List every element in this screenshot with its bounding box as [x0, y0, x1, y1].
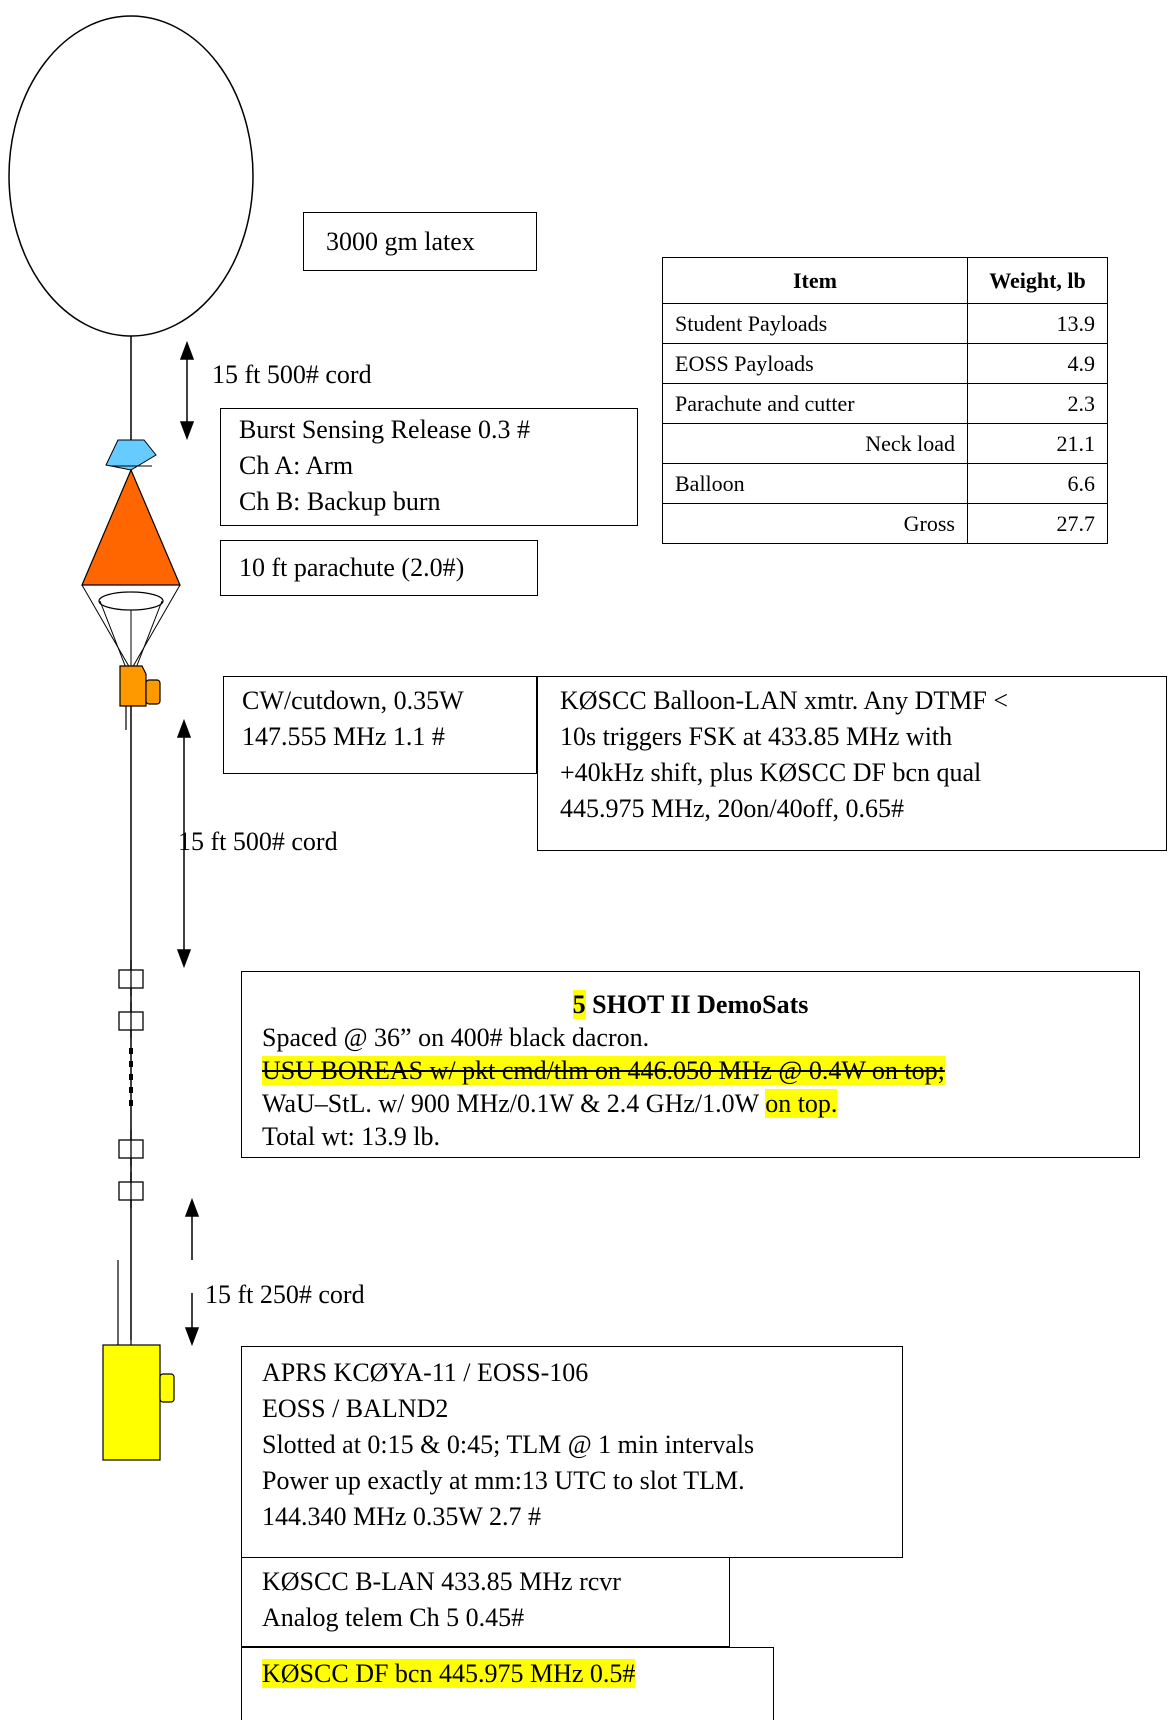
aprs-box: APRS KCØYA-11 / EOSS-106 EOSS / BALND2 S…: [241, 1346, 903, 1558]
df-beacon-label: KØSCC DF bcn 445.975 MHz 0.5#: [262, 1659, 636, 1688]
cord-low-label: 15 ft 250# cord: [205, 1280, 365, 1309]
arrow-cord-low: [184, 1197, 200, 1347]
column-header-item: Item: [662, 257, 968, 304]
table-row: Balloon 6.6: [662, 463, 1108, 504]
aprs-package: [102, 1344, 161, 1461]
table-row: Parachute and cutter 2.3: [662, 383, 1108, 424]
parachute: [81, 468, 181, 586]
demosat-box: 5 SHOT II DemoSats Spaced @ 36” on 400# …: [241, 971, 1140, 1158]
cutdown-package: [119, 665, 147, 707]
release-box: Burst Sensing Release 0.3 # Ch A: Arm Ch…: [220, 408, 638, 526]
table-row: Student Payloads 13.9: [662, 303, 1108, 344]
parachute-box: 10 ft parachute (2.0#): [220, 540, 538, 596]
burst-release: [105, 439, 157, 471]
demosat-stack: [118, 960, 144, 1208]
df-beacon-box: KØSCC DF bcn 445.975 MHz 0.5#: [241, 1647, 774, 1720]
parachute-label: 10 ft parachute (2.0#): [239, 553, 465, 582]
demosat-ellipsis: [129, 1048, 133, 1106]
cord-mid-label: 15 ft 500# cord: [178, 827, 338, 853]
balloon-lan-box: KØSCC Balloon-LAN xmtr. Any DTMF < 10s t…: [537, 676, 1167, 851]
balloon-label: 3000 gm latex: [326, 227, 475, 256]
table-row: EOSS Payloads 4.9: [662, 343, 1108, 384]
arrow-cord-top: [179, 340, 195, 441]
balloon: [8, 15, 254, 337]
weight-table: Item Weight, lb Student Payloads 13.9 EO…: [662, 257, 1108, 544]
table-row: Neck load 21.1: [662, 423, 1108, 464]
cw-cutdown-box: CW/cutdown, 0.35W 147.555 MHz 1.1 #: [223, 676, 537, 774]
demosat-title: 5 SHOT II DemoSats: [572, 990, 809, 1019]
blan-box: KØSCC B-LAN 433.85 MHz rcvr Analog telem…: [241, 1557, 730, 1647]
arrow-cord-mid: [176, 718, 192, 969]
column-header-weight: Weight, lb: [967, 257, 1108, 304]
cord-top-label: 15 ft 500# cord: [212, 360, 372, 389]
table-header-row: Item Weight, lb: [662, 257, 1108, 304]
table-row: Gross 27.7: [662, 503, 1108, 544]
balloon-label-box: 3000 gm latex: [303, 212, 537, 271]
